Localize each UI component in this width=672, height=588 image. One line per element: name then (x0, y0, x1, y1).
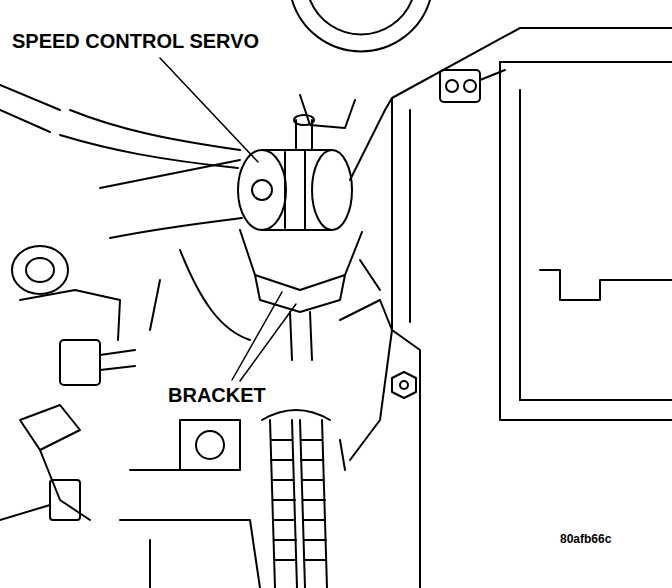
line-art (100, 350, 135, 355)
line-art (500, 61, 672, 63)
line-art (130, 469, 180, 471)
line-art (340, 440, 345, 470)
line-art (60, 340, 100, 385)
line-art (322, 420, 327, 588)
line-art (540, 270, 672, 300)
line-art (350, 98, 392, 180)
line-art (440, 70, 480, 102)
line-art (255, 275, 345, 312)
line-art (294, 115, 314, 125)
line-art (160, 58, 258, 162)
sensor (0, 246, 135, 520)
line-art (301, 440, 326, 560)
line-art (310, 312, 312, 360)
line-art (240, 304, 296, 381)
line-art (480, 70, 505, 80)
line-art (0, 110, 50, 132)
callout-label: BRACKET (166, 384, 268, 406)
line-art (149, 540, 151, 588)
line-art (12, 246, 68, 294)
line-art (196, 431, 224, 459)
battery-tray (392, 28, 672, 588)
hose (0, 85, 242, 238)
line-art (340, 300, 392, 460)
line-art (392, 28, 672, 98)
line-art (20, 290, 120, 340)
line-art (0, 505, 50, 520)
line-art (292, 420, 297, 588)
line-art (520, 399, 672, 401)
line-art (290, 312, 292, 360)
engine-block (120, 250, 260, 588)
line-art (238, 150, 286, 230)
line-art (271, 440, 296, 560)
hoses (262, 410, 330, 588)
line-art (464, 80, 476, 92)
line-art (262, 229, 332, 231)
leader-lines (160, 58, 296, 381)
line-art (310, 0, 412, 34)
line-art (100, 160, 240, 188)
line-art (180, 420, 240, 470)
clamp (440, 70, 505, 102)
servo (238, 98, 392, 230)
line-art (300, 420, 305, 588)
line-art (292, 0, 430, 51)
line-art (252, 180, 272, 200)
line-art (300, 95, 355, 128)
line-art (120, 520, 260, 588)
line-art (409, 110, 411, 322)
booster (292, 0, 430, 128)
line-art (284, 152, 286, 228)
line-art (60, 135, 238, 168)
line-art (110, 218, 242, 238)
line-art (50, 480, 80, 520)
line-art (392, 372, 416, 398)
line-art (0, 85, 60, 110)
figure-code: 80afb66c (558, 533, 613, 546)
line-art (20, 405, 80, 450)
line-art (40, 450, 90, 520)
line-art (360, 260, 380, 290)
line-art (304, 150, 306, 230)
line-art (446, 80, 458, 92)
line-art (232, 292, 282, 380)
line-art (180, 250, 250, 340)
line-art (100, 366, 135, 370)
bracket (240, 230, 362, 360)
mount (340, 260, 416, 470)
callout-label: SPEED CONTROL SERVO (10, 30, 261, 52)
line-art (500, 62, 672, 420)
line-art (262, 410, 330, 420)
line-art (150, 280, 160, 330)
line-art (26, 258, 54, 282)
line-art (400, 381, 408, 389)
line-art (270, 420, 275, 588)
line-art (519, 90, 521, 400)
line-art (312, 150, 352, 230)
line-art (392, 98, 420, 588)
